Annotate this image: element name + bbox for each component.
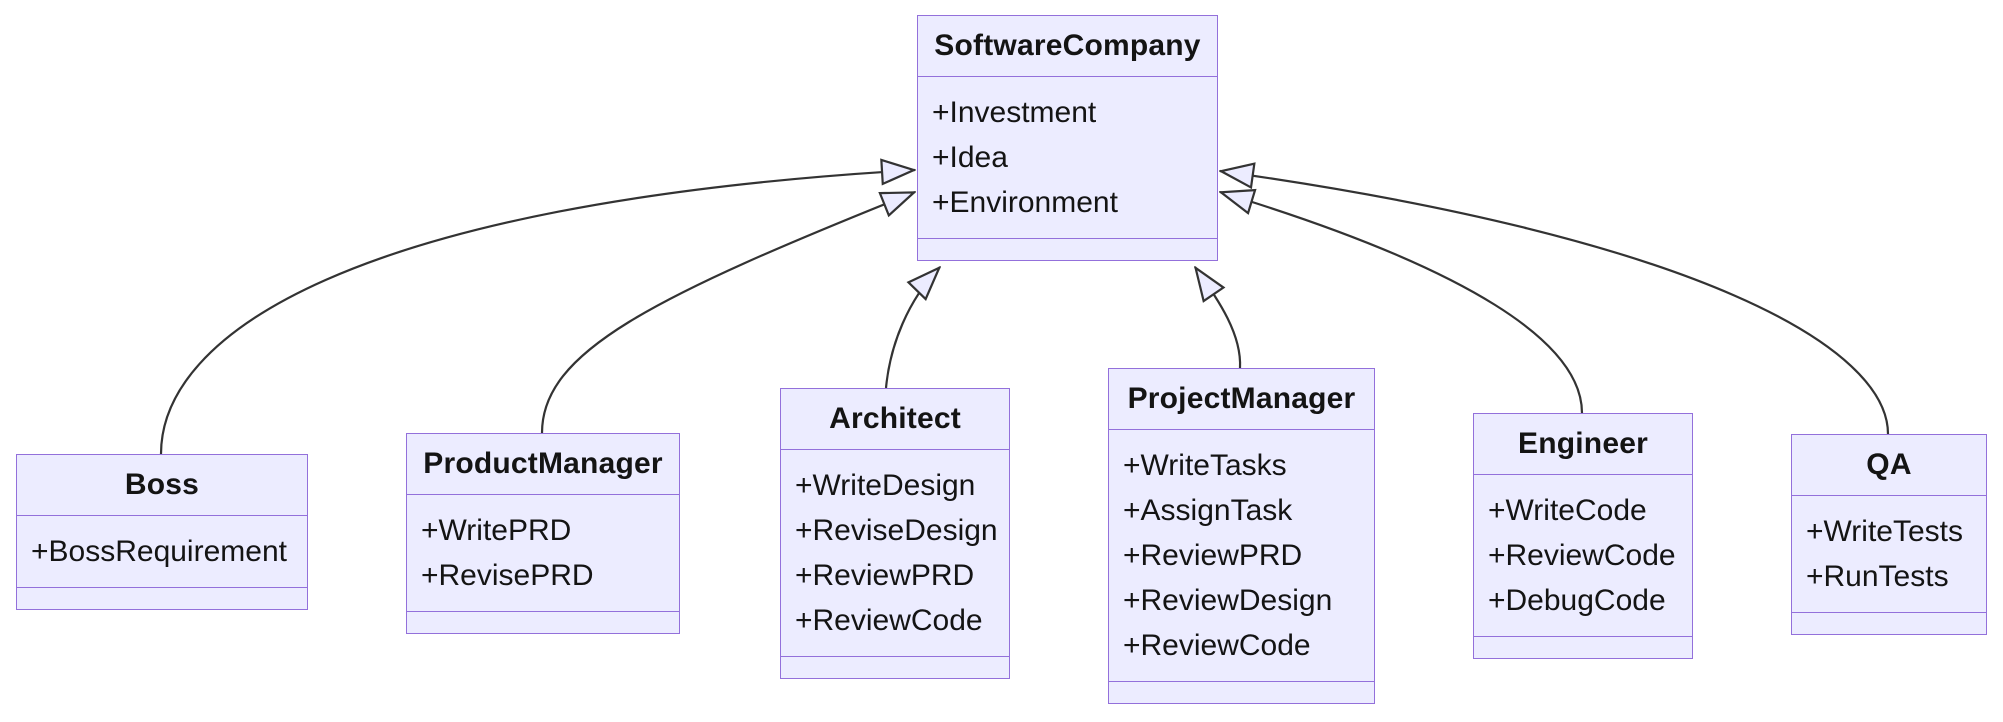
class-member: +DebugCode xyxy=(1488,584,1666,617)
class-member: +RunTests xyxy=(1806,560,1949,593)
class-member: +ReviewDesign xyxy=(1123,584,1333,617)
class-member: +Environment xyxy=(932,186,1118,219)
edge-boss-to-softwarecompany xyxy=(159,170,915,455)
class-member: +BossRequirement xyxy=(31,535,287,568)
class-members: +WriteDesign +ReviseDesign +ReviewPRD +R… xyxy=(781,450,1009,656)
class-members: +WriteCode +ReviewCode +DebugCode xyxy=(1474,475,1692,636)
class-title: ProjectManager xyxy=(1109,369,1374,430)
class-member: +ReviewCode xyxy=(1488,539,1676,572)
class-member: +Investment xyxy=(932,96,1097,129)
class-title: ProductManager xyxy=(407,434,679,495)
class-methods-empty xyxy=(407,611,679,633)
class-member: +ReviewCode xyxy=(1123,629,1311,662)
class-methods-empty xyxy=(781,656,1009,678)
edge-qa-to-softwarecompany xyxy=(1220,171,1890,435)
class-member: +ReviewPRD xyxy=(795,559,975,592)
class-node-softwarecompany: SoftwareCompany +Investment +Idea +Envir… xyxy=(917,15,1218,261)
class-member: +WriteDesign xyxy=(795,469,976,502)
edge-engineer-to-softwarecompany xyxy=(1220,192,1584,414)
class-node-projectmanager: ProjectManager +WriteTasks +AssignTask +… xyxy=(1108,368,1375,704)
class-methods-empty xyxy=(1474,636,1692,658)
class-member: +RevisePRD xyxy=(421,559,594,592)
class-methods-empty xyxy=(17,587,307,609)
class-title: Boss xyxy=(17,455,307,516)
class-methods-empty xyxy=(918,238,1217,260)
class-members: +WriteTasks +AssignTask +ReviewPRD +Revi… xyxy=(1109,430,1374,681)
class-members: +BossRequirement xyxy=(17,516,307,587)
edge-architect-to-softwarecompany xyxy=(884,267,940,389)
class-member: +AssignTask xyxy=(1123,494,1293,527)
class-members: +Investment +Idea +Environment xyxy=(918,77,1217,238)
edge-productmanager-to-softwarecompany xyxy=(540,190,915,434)
class-member: +Idea xyxy=(932,141,1008,174)
class-member: +WriteTasks xyxy=(1123,449,1287,482)
class-members: +WritePRD +RevisePRD xyxy=(407,495,679,611)
edge-projectmanager-to-softwarecompany xyxy=(1195,267,1242,369)
class-node-productmanager: ProductManager +WritePRD +RevisePRD xyxy=(406,433,680,634)
class-title: SoftwareCompany xyxy=(918,16,1217,77)
class-node-qa: QA +WriteTests +RunTests xyxy=(1791,434,1987,635)
class-node-architect: Architect +WriteDesign +ReviseDesign +Re… xyxy=(780,388,1010,679)
class-members: +WriteTests +RunTests xyxy=(1792,496,1986,612)
class-node-engineer: Engineer +WriteCode +ReviewCode +DebugCo… xyxy=(1473,413,1693,659)
class-member: +ReviewCode xyxy=(795,604,983,637)
class-title: Engineer xyxy=(1474,414,1692,475)
class-title: Architect xyxy=(781,389,1009,450)
class-member: +WriteCode xyxy=(1488,494,1647,527)
class-member: +WriteTests xyxy=(1806,515,1963,548)
class-member: +ReviseDesign xyxy=(795,514,998,547)
class-member: +ReviewPRD xyxy=(1123,539,1303,572)
class-methods-empty xyxy=(1109,681,1374,703)
class-member: +WritePRD xyxy=(421,514,572,547)
class-methods-empty xyxy=(1792,612,1986,634)
class-title: QA xyxy=(1792,435,1986,496)
class-node-boss: Boss +BossRequirement xyxy=(16,454,308,610)
